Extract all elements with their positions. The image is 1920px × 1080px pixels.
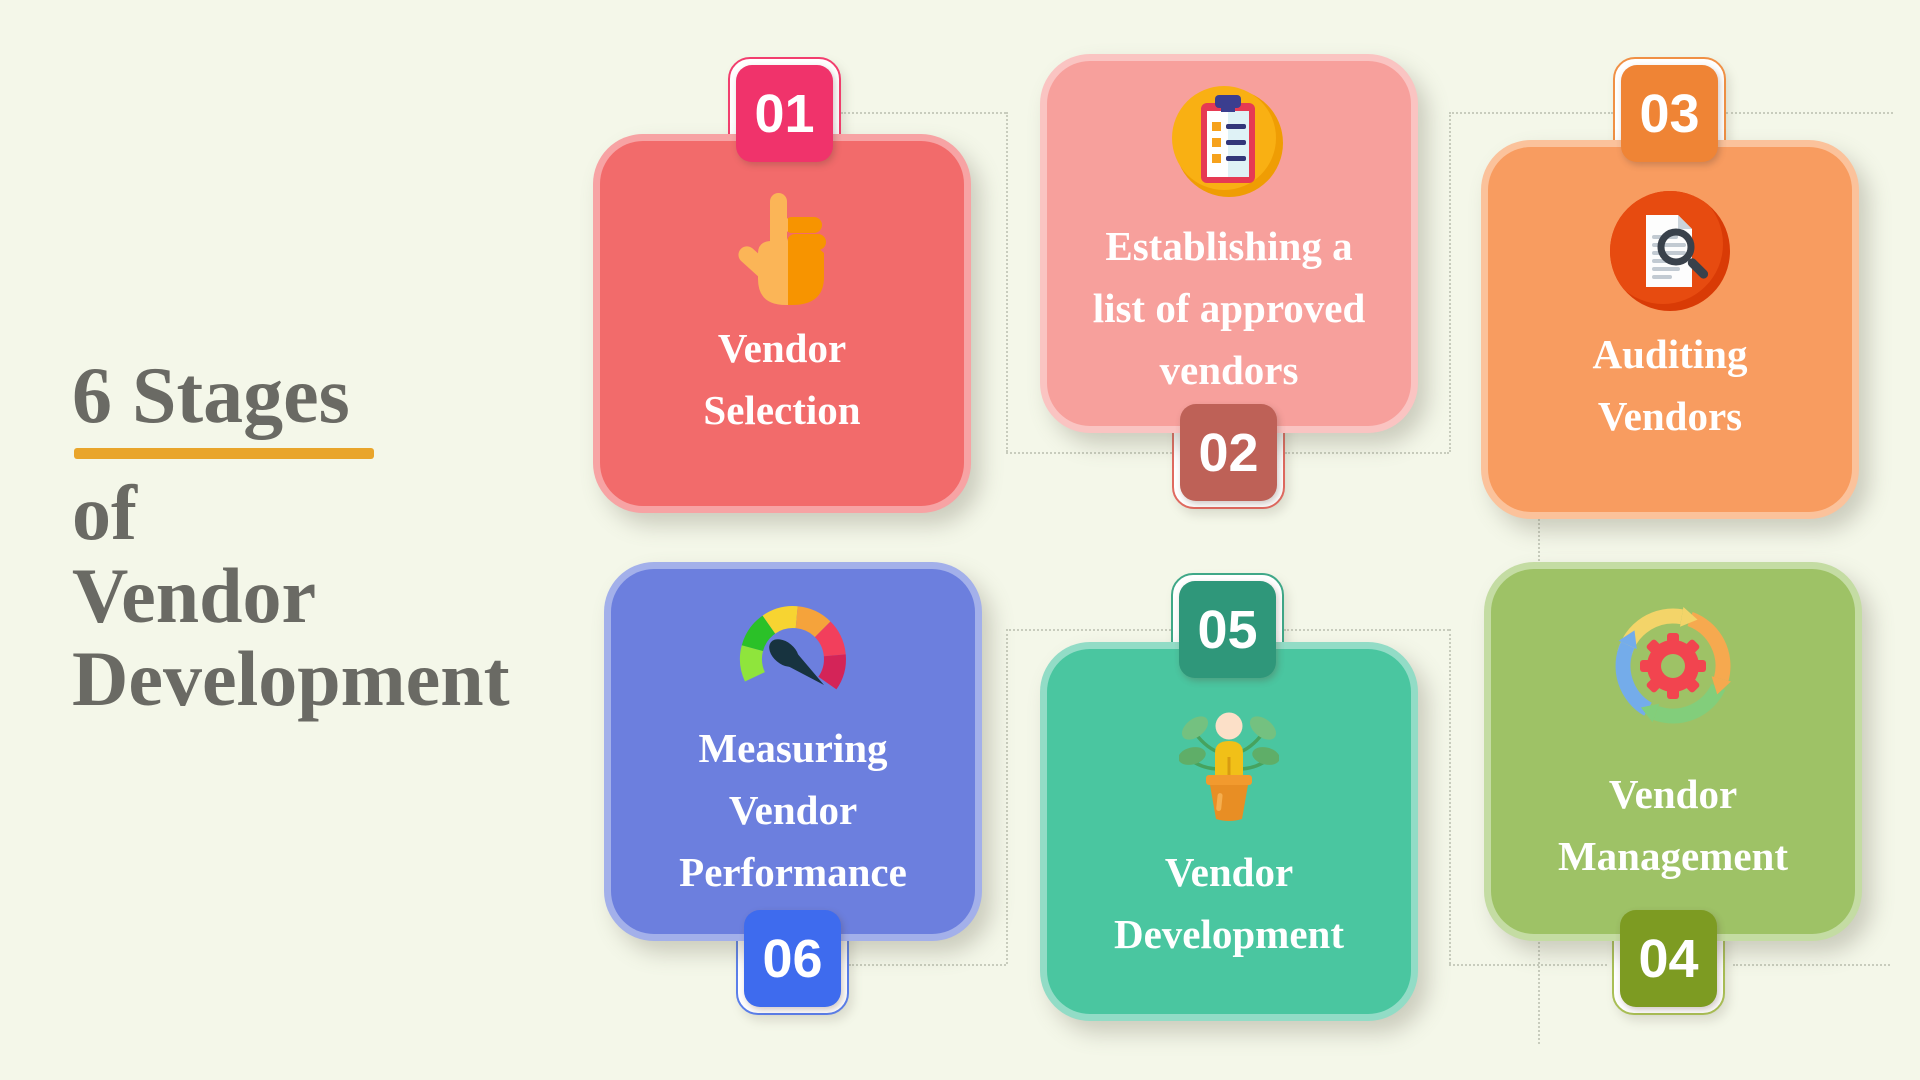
stage-card-vendor-management: Vendor Management (1484, 562, 1862, 941)
growing-person-plant-icon (1179, 712, 1279, 821)
stage-card-body: Vendor Development (1047, 649, 1411, 1014)
connector-dotted-line (1449, 964, 1607, 966)
stage-card-title: Vendor Selection (703, 325, 861, 433)
stage-card-body: Vendor Selection (600, 141, 964, 506)
stage-card-vendor-development: Vendor Development (1040, 642, 1418, 1021)
connector-dotted-line (1284, 629, 1449, 631)
connector-dotted-line (1006, 629, 1008, 964)
stage-5-badge: 05 (1179, 581, 1276, 678)
connector-dotted-line (1449, 112, 1451, 452)
page-title-line: Vendor (72, 552, 317, 639)
page-title: 6 Stages of Vendor Development (72, 352, 510, 720)
clipboard-checklist-icon (1172, 86, 1283, 197)
connector-dotted-line (1538, 512, 1540, 564)
stage-6-badge: 06 (744, 910, 841, 1007)
connector-dotted-line (1449, 112, 1613, 114)
process-cycle-gear-icon (1615, 607, 1731, 724)
connector-dotted-line (841, 112, 1006, 114)
stage-card-title: Auditing Vendors (1592, 331, 1748, 439)
connector-dotted-line (1285, 452, 1449, 454)
connector-dotted-line (1538, 938, 1540, 1044)
connector-dotted-line (1006, 629, 1171, 631)
stage-4-badge: 04 (1620, 910, 1717, 1007)
connector-dotted-line (1006, 112, 1008, 452)
page-title-line: of (72, 469, 137, 556)
stage-card-body: Establishing a list of approved vendors (1047, 61, 1411, 426)
stage-card-title: Measuring Vendor Performance (679, 725, 907, 895)
connector-dotted-line (1006, 452, 1172, 454)
hand-pointer-icon (738, 193, 826, 305)
title-underline (74, 448, 374, 459)
stage-card-auditing-vendors: Auditing Vendors (1481, 140, 1859, 519)
stage-2-badge: 02 (1180, 404, 1277, 501)
document-search-icon (1610, 191, 1730, 311)
stage-card-body: Measuring Vendor Performance (611, 569, 975, 934)
stage-card-measuring-vendor-performance: Measuring Vendor Performance (604, 562, 982, 941)
stage-card-title: Vendor Management (1557, 771, 1788, 879)
stage-card-body: Auditing Vendors (1488, 147, 1852, 512)
stage-card-approved-vendor-list: Establishing a list of approved vendors (1040, 54, 1418, 433)
connector-dotted-line (1733, 964, 1890, 966)
stage-card-vendor-selection: Vendor Selection (593, 134, 971, 513)
page-title-heading: 6 Stages (72, 352, 350, 440)
stage-card-title: Establishing a list of approved vendors (1092, 223, 1366, 393)
stage-1-badge: 01 (736, 65, 833, 162)
connector-dotted-line (1726, 112, 1893, 114)
stage-card-body: Vendor Management (1491, 569, 1855, 934)
page-title-line: Development (72, 635, 510, 722)
stage-card-title: Vendor Development (1113, 849, 1344, 957)
stage-3-badge: 03 (1621, 65, 1718, 162)
connector-dotted-line (849, 964, 1006, 966)
connector-dotted-line (1449, 629, 1451, 964)
speedometer-gauge-icon (739, 606, 846, 690)
